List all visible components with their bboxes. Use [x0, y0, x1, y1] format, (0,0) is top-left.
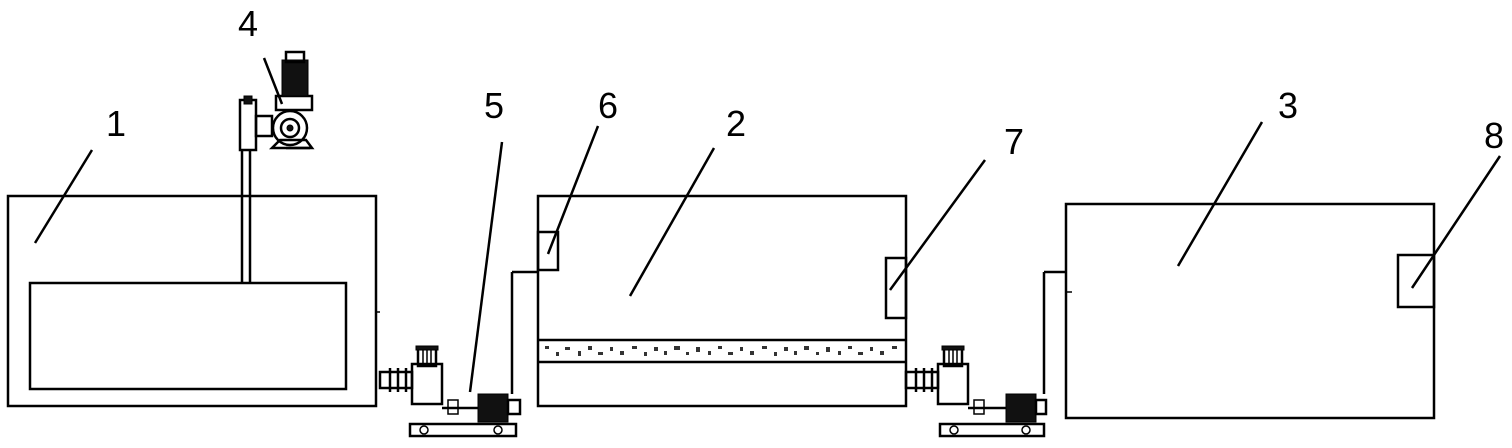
inlet-box [536, 230, 560, 272]
mixer-motor-icon [238, 50, 315, 152]
tank-1 [6, 194, 380, 408]
tank-3 [1064, 202, 1436, 420]
filter-media-band [540, 343, 904, 359]
label-7: 7 [1004, 121, 1024, 162]
label-5: 5 [484, 85, 504, 126]
label-4: 4 [238, 3, 258, 44]
pump-icon [904, 270, 1072, 438]
tank-3-outlet-box [1396, 253, 1436, 309]
mixer-shaft [240, 150, 252, 283]
label-2: 2 [726, 103, 746, 144]
leader-lines [33, 57, 1502, 393]
tank-1-inner-basket [28, 281, 348, 391]
filter-media-particles [545, 346, 897, 356]
tank-2-outer [536, 194, 908, 408]
tank-1-outer [6, 194, 378, 408]
pump-icon [378, 270, 538, 438]
outlet-box [884, 256, 908, 320]
label-6: 6 [598, 85, 618, 126]
tank-2 [536, 194, 908, 408]
tank-3-outer [1064, 202, 1436, 420]
label-1: 1 [106, 103, 126, 144]
label-8: 8 [1484, 115, 1504, 156]
label-3: 3 [1278, 85, 1298, 126]
